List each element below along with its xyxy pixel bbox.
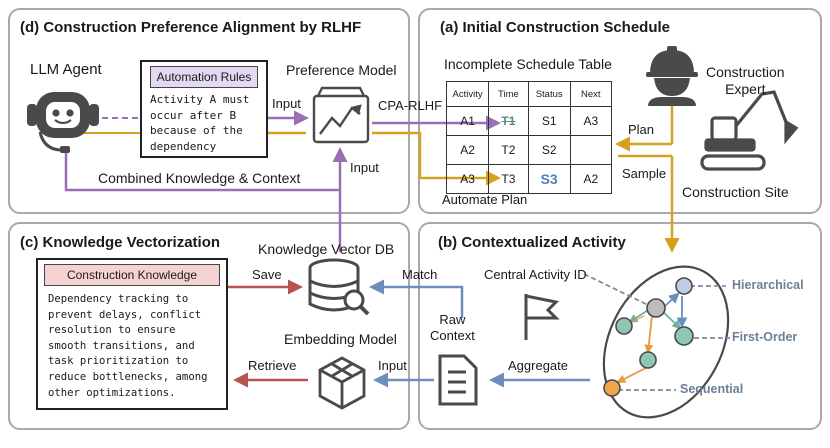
activity-graph-ellipse xyxy=(602,265,730,419)
automation-rules-text: Activity A must occur after B because of… xyxy=(150,93,250,153)
cell: A3 xyxy=(569,106,613,136)
header-next: Next xyxy=(569,81,613,107)
llm-agent-label: LLM Agent xyxy=(30,61,102,78)
construction-expert-label: Construction Expert xyxy=(706,64,785,97)
table-header-row: Activity Time Status Next xyxy=(445,81,613,107)
cell: A2 xyxy=(445,135,490,165)
central-activity-id-label: Central Activity ID xyxy=(484,267,587,282)
node-sequential-mid xyxy=(639,351,657,369)
combined-knowledge-label: Combined Knowledge & Context xyxy=(98,170,301,186)
cell: A2 xyxy=(569,164,613,194)
node-hierarchical xyxy=(675,277,693,295)
raw-context-label: Raw Context xyxy=(430,312,475,343)
cell: T2 xyxy=(488,135,529,165)
plan-label: Plan xyxy=(628,122,655,137)
automation-rules-header: Automation Rules xyxy=(150,66,258,88)
save-label: Save xyxy=(252,267,282,282)
match-label: Match xyxy=(402,267,438,282)
construction-site-label: Construction Site xyxy=(682,184,789,200)
central-activity-flag-icon xyxy=(524,294,560,340)
sample-label: Sample xyxy=(622,166,667,181)
embedding-model-label: Embedding Model xyxy=(284,331,397,347)
input-label-bottom: Input xyxy=(350,160,379,175)
node-first-order-left xyxy=(615,317,633,335)
cell: S1 xyxy=(527,106,571,136)
panel-c-title: (c) Knowledge Vectorization xyxy=(20,234,221,251)
raw-context-document-icon xyxy=(438,354,478,406)
preference-model-label: Preference Model xyxy=(286,62,397,78)
hierarchical-label: Hierarchical xyxy=(732,278,804,292)
cell xyxy=(569,135,613,165)
retrieve-label: Retrieve xyxy=(248,358,297,373)
cell: A3 xyxy=(445,164,490,194)
construction-knowledge-header: Construction Knowledge xyxy=(44,264,220,286)
header-activity: Activity xyxy=(445,81,490,107)
preference-model-icon xyxy=(312,86,370,144)
aggregate-label: Aggregate xyxy=(508,358,568,373)
header-status: Status xyxy=(527,81,571,107)
input-label-left: Input xyxy=(272,96,301,111)
llm-agent-icon xyxy=(27,92,99,153)
table-row: A2 T2 S2 xyxy=(445,135,613,165)
first-order-label: First-Order xyxy=(732,330,798,344)
combined-knowledge-line xyxy=(64,150,340,192)
knowledge-vector-db-label: Knowledge Vector DB xyxy=(258,241,395,257)
panel-b-title: (b) Contextualized Activity xyxy=(438,234,626,251)
vector-db-icon xyxy=(308,258,370,316)
table-row: A3 T3 S3 A2 xyxy=(445,164,613,194)
node-central xyxy=(646,298,666,318)
embedding-model-icon xyxy=(318,356,366,410)
excavator-icon xyxy=(700,90,799,171)
panel-d-title: (d) Construction Preference Alignment by… xyxy=(20,19,362,36)
construction-knowledge-box: Construction Knowledge Dependency tracki… xyxy=(36,258,228,410)
header-time: Time xyxy=(488,81,529,107)
node-sequential-end xyxy=(603,379,621,397)
cpa-rlhf-label: CPA-RLHF xyxy=(378,98,443,113)
automate-plan-label: Automate Plan xyxy=(442,192,528,207)
central-dashed-pointer xyxy=(583,273,651,307)
node-first-order-right xyxy=(674,326,694,346)
cell-highlighted: S3 xyxy=(527,164,571,194)
construction-expert-icon xyxy=(646,46,698,106)
sequential-label: Sequential xyxy=(680,382,744,396)
match-arrow xyxy=(369,279,464,318)
input-label-embedding: Input xyxy=(378,358,407,373)
construction-knowledge-text: Dependency tracking to prevent delays, c… xyxy=(48,293,208,399)
cell: A1 xyxy=(445,106,490,136)
cell: T3 xyxy=(488,164,529,194)
automation-rules-box: Automation Rules Activity A must occur a… xyxy=(140,60,268,158)
schedule-table: Activity Time Status Next A1 T1 S1 A3 A2… xyxy=(445,81,613,194)
cell-strikethrough: T1 xyxy=(488,106,529,136)
cell: S2 xyxy=(527,135,571,165)
schedule-table-title: Incomplete Schedule Table xyxy=(444,56,612,72)
panel-a-title: (a) Initial Construction Schedule xyxy=(440,19,671,36)
table-row: A1 T1 S1 A3 xyxy=(445,106,613,136)
